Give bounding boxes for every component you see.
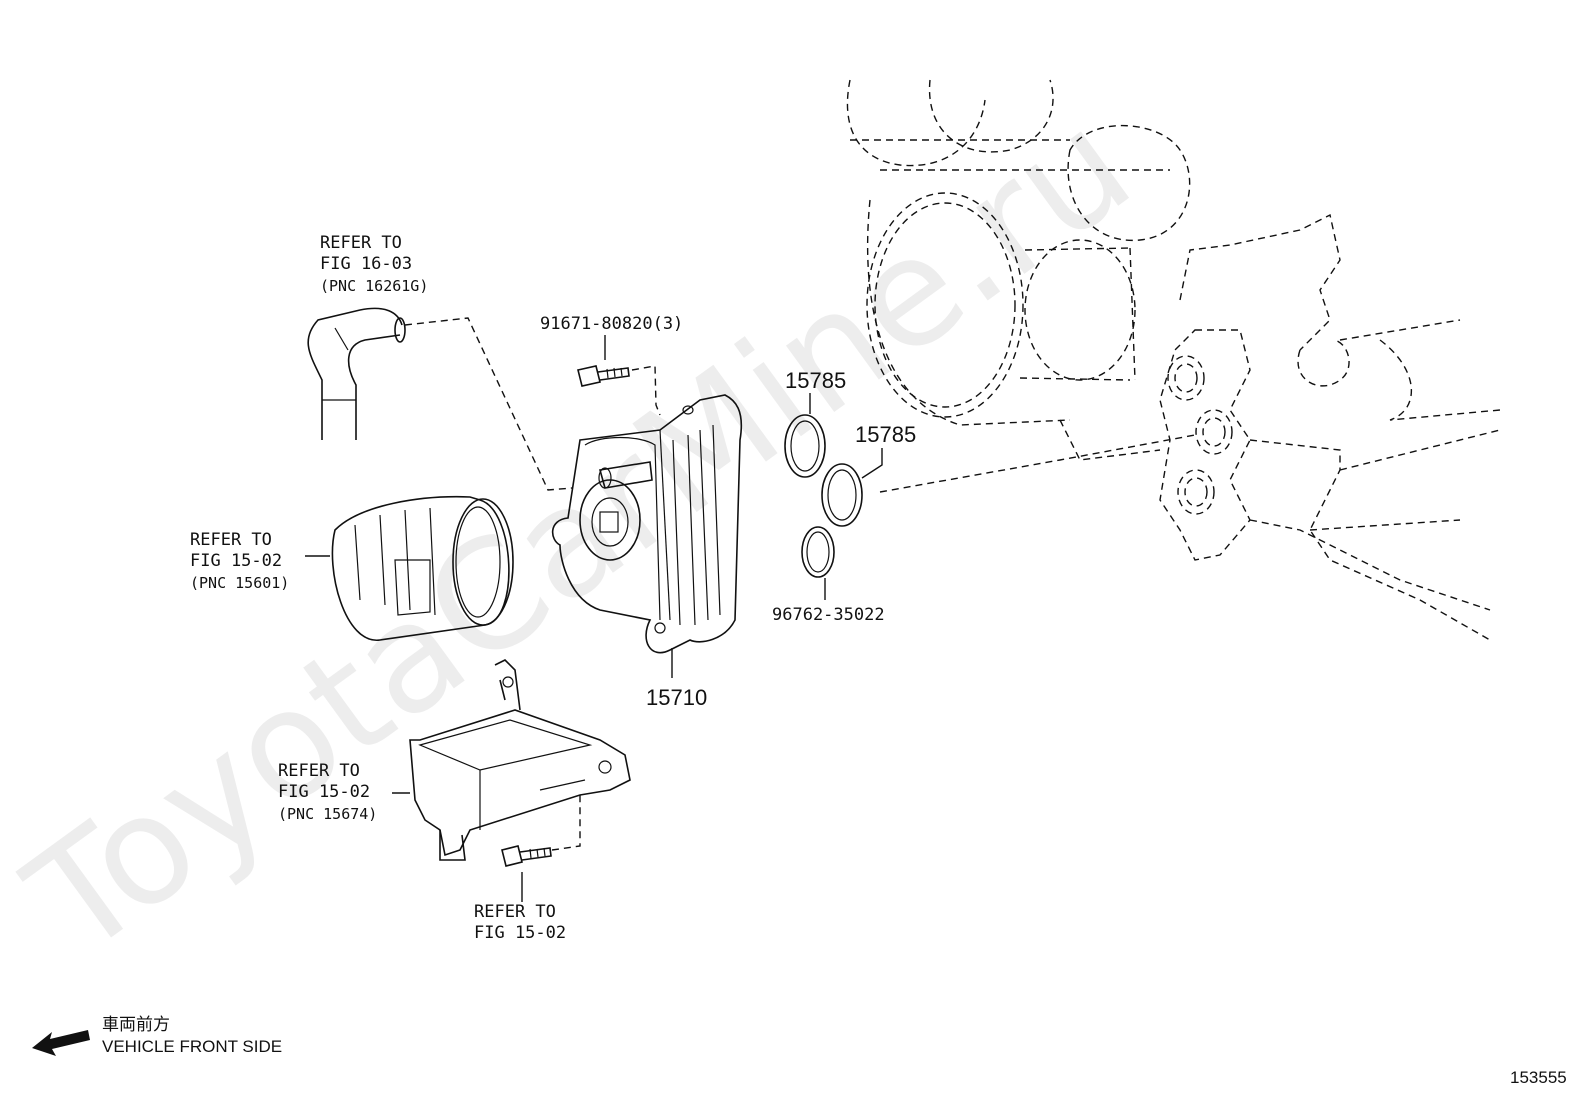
- oil-pan-bracket: [409, 659, 631, 861]
- label-line: REFER TO: [278, 761, 360, 781]
- bolt-upper: [577, 365, 630, 387]
- oring-to-block-line: [879, 434, 1196, 493]
- engine-block: [846, 79, 1501, 641]
- front-arrow-icon: [32, 1030, 90, 1056]
- o-rings: [784, 414, 863, 578]
- leader-lines: [305, 335, 883, 902]
- label-line: (PNC 15674): [278, 805, 377, 823]
- part-number-bolt: 91671-80820(3): [540, 314, 683, 334]
- oil-filter: [331, 495, 514, 641]
- label-line: FIG 15-02: [278, 782, 370, 802]
- figure-id: 153555: [1510, 1068, 1567, 1087]
- label-line: FIG 15-02: [190, 551, 282, 571]
- part-number-oring-middle: 15785: [855, 422, 916, 447]
- part-number-oring-lower: 96762-35022: [772, 605, 885, 625]
- label-line: REFER TO: [190, 530, 272, 550]
- bolt-lower-line: [551, 795, 581, 851]
- part-number-oil-cooler: 15710: [646, 685, 707, 710]
- bolt-lower: [501, 845, 552, 867]
- hose-connector-line: [404, 317, 573, 491]
- label-line: FIG 16-03: [320, 254, 412, 274]
- label-oil-filter-ref: REFER TO FIG 15-02 (PNC 15601): [190, 530, 289, 592]
- label-line: (PNC 15601): [190, 574, 289, 592]
- part-number-oring-upper: 15785: [785, 368, 846, 393]
- bolt-upper-line: [631, 365, 661, 416]
- label-oil-hose-ref: REFER TO FIG 16-03 (PNC 16261G): [320, 233, 428, 295]
- direction-label-en: VEHICLE FRONT SIDE: [102, 1037, 282, 1056]
- label-line: REFER TO: [474, 902, 556, 922]
- label-oil-pan-ref: REFER TO FIG 15-02 (PNC 15674): [278, 761, 377, 823]
- watermark: ToyotaCarMine.ru: [0, 78, 1161, 990]
- vehicle-front-indicator: 車両前方 VEHICLE FRONT SIDE: [32, 1015, 282, 1056]
- label-bolt-ref: REFER TO FIG 15-02: [474, 902, 566, 943]
- oil-cooler: [551, 394, 743, 654]
- oil-hose: [307, 307, 406, 440]
- label-line: REFER TO: [320, 233, 402, 253]
- direction-label-jp: 車両前方: [102, 1015, 170, 1034]
- label-line: (PNC 16261G): [320, 277, 428, 295]
- label-line: FIG 15-02: [474, 923, 566, 943]
